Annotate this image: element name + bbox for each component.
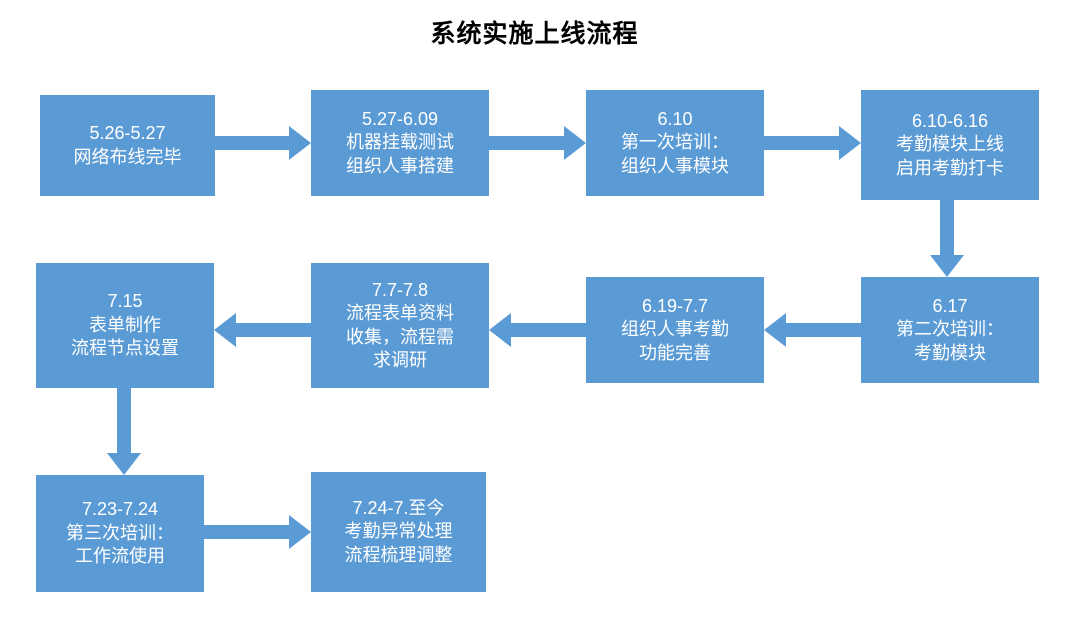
flow-node-n4[interactable]: 6.10-6.16 考勤模块上线启用考勤打卡 xyxy=(861,90,1039,200)
flow-node-date: 6.10-6.16 xyxy=(911,110,989,131)
flow-node-n3[interactable]: 6.10 第一次培训：组织人事模块 xyxy=(586,90,764,196)
arrow-shaft xyxy=(117,388,131,453)
flow-node-label: 功能完善 xyxy=(639,342,711,363)
flow-node-label: 第二次培训： xyxy=(896,319,1004,340)
flow-node-label: 收集，流程需 xyxy=(346,326,454,347)
flow-node-label: 网络布线完毕 xyxy=(73,146,182,167)
arrow-head xyxy=(289,126,311,160)
arrow-shaft xyxy=(511,323,586,337)
flow-node-label: 流程节点设置 xyxy=(71,338,179,359)
flow-node-date: 6.17 xyxy=(932,295,968,316)
flow-node-label: 启用考勤打卡 xyxy=(896,157,1004,178)
arrow-shaft xyxy=(236,323,311,337)
flow-node-label: 第一次培训： xyxy=(621,132,729,153)
flow-node-label: 表单制作 xyxy=(89,314,161,335)
flow-node-date: 6.10 xyxy=(657,108,693,129)
flow-node-label: 第三次培训： xyxy=(66,522,174,543)
flow-node-label: 机器挂载测试 xyxy=(346,132,454,153)
arrow-head xyxy=(930,255,964,277)
arrow-shaft xyxy=(786,323,861,337)
arrow-head xyxy=(564,126,586,160)
flow-node-n10[interactable]: 7.24-7.至今考勤异常处理流程梳理调整 xyxy=(311,472,486,592)
arrow-shaft xyxy=(215,136,289,150)
arrow-head xyxy=(764,313,786,347)
flow-node-label: 考勤异常处理 xyxy=(344,521,453,542)
flow-node-label: 考勤模块 xyxy=(914,342,986,363)
flow-node-label: 组织人事考勤 xyxy=(621,319,729,340)
arrow-head xyxy=(839,126,861,160)
flow-node-date: 5.27-6.09 xyxy=(361,108,439,129)
arrow-shaft xyxy=(764,136,839,150)
flow-node-date: 7.7-7.8 xyxy=(371,279,429,300)
flow-node-date: 7.23-7.24 xyxy=(81,499,159,520)
arrow-head xyxy=(107,453,141,475)
arrow-head xyxy=(489,313,511,347)
flow-node-date: 7.24-7.至今 xyxy=(352,497,445,518)
flow-node-label: 求调研 xyxy=(373,349,427,370)
page-title: 系统实施上线流程 xyxy=(430,20,639,48)
flow-node-label: 组织人事模块 xyxy=(621,155,729,176)
arrow-shaft xyxy=(204,525,289,539)
arrow-head xyxy=(214,313,236,347)
flow-node-n7[interactable]: 7.7-7.8 流程表单资料收集，流程需求调研 xyxy=(311,263,489,388)
flow-node-label: 流程梳理调整 xyxy=(344,544,453,565)
flow-node-date: 6.19-7.7 xyxy=(641,295,709,316)
flow-node-n6[interactable]: 6.19-7.7 组织人事考勤功能完善 xyxy=(586,277,764,383)
flow-node-date: 5.26-5.27 xyxy=(89,123,166,144)
arrow-shaft xyxy=(940,200,954,255)
flow-node-label: 流程表单资料 xyxy=(346,303,454,324)
flow-node-label: 组织人事搭建 xyxy=(346,155,454,176)
flow-node-label: 考勤模块上线 xyxy=(896,134,1004,155)
flow-node-n2[interactable]: 5.27-6.09 机器挂载测试组织人事搭建 xyxy=(311,90,489,196)
flow-node-label: 工作流使用 xyxy=(75,546,165,567)
arrow-head xyxy=(289,515,311,549)
flow-node-n5[interactable]: 6.17 第二次培训：考勤模块 xyxy=(861,277,1039,383)
arrow-shaft xyxy=(489,136,564,150)
flow-node-date: 7.15 xyxy=(107,291,143,312)
